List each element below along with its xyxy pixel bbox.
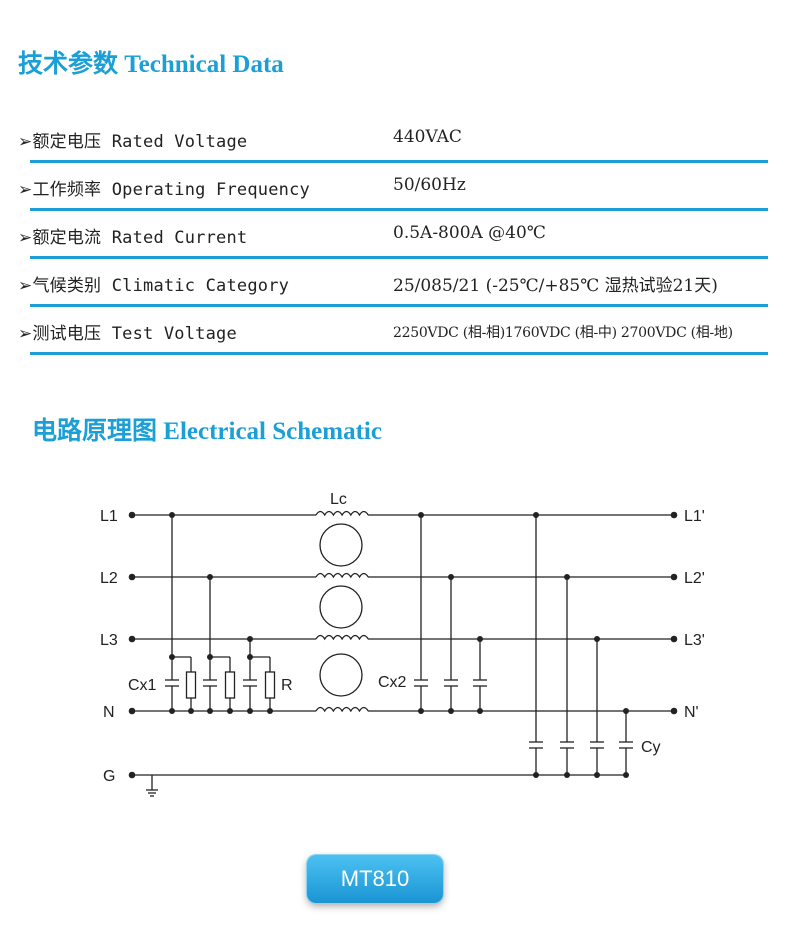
spec-label: ➢额定电压 Rated Voltage <box>18 127 247 152</box>
spec-label-en: Test Voltage <box>111 324 237 344</box>
spec-label-zh: 额定电流 <box>32 228 102 248</box>
row-divider <box>30 304 768 307</box>
arrow-icon: ➢ <box>18 324 33 344</box>
electrical-schematic-title-en: Electrical Schematic <box>163 418 382 445</box>
arrow-icon: ➢ <box>18 276 33 296</box>
spec-label-zh: 额定电压 <box>32 132 102 152</box>
spec-value: 50/60Hz <box>393 175 466 195</box>
spec-label: ➢测试电压 Test Voltage <box>18 319 237 344</box>
terminal-label-l2: L2 <box>100 570 118 587</box>
spec-label-en: Operating Frequency <box>111 180 310 200</box>
spec-value: 2250VDC (相-相)1760VDC (相-中) 2700VDC (相-地) <box>393 325 733 341</box>
electrical-schematic-title: 电路原理图 Electrical Schematic <box>32 411 382 447</box>
spec-label-en: Rated Voltage <box>111 132 248 152</box>
model-button[interactable]: MT810 <box>307 855 443 903</box>
choke-core-2 <box>319 585 363 629</box>
technical-data-title: 技术参数 Technical Data <box>18 44 284 80</box>
terminal-label-n-out: N' <box>684 704 699 721</box>
arrow-icon: ➢ <box>18 180 33 200</box>
row-divider <box>30 208 768 211</box>
spec-value: 440VAC <box>393 127 462 147</box>
spec-label: ➢气候类别 Climatic Category <box>18 271 289 296</box>
label-lc: Lc <box>330 491 347 508</box>
electrical-schematic-title-zh: 电路原理图 <box>32 416 158 445</box>
schematic-diagram: L1 L2 L3 N G L1' L2' L3' N' Lc Cx1 R Cx2… <box>100 491 705 797</box>
label-cy: Cy <box>641 739 661 756</box>
terminal-label-l1: L1 <box>100 508 118 525</box>
terminal-label-n: N <box>103 704 115 721</box>
terminal-label-l2-out: L2' <box>684 570 705 587</box>
spec-value: 25/085/21 (-25℃/+85℃ 湿热试验21天) <box>393 276 718 296</box>
spec-row-operating-frequency: ➢工作频率 Operating Frequency 50/60Hz <box>18 163 768 211</box>
terminal-label-l3: L3 <box>100 632 118 649</box>
technical-data-title-zh: 技术参数 <box>18 49 119 78</box>
choke-core-1 <box>319 523 363 567</box>
row-divider <box>30 160 768 163</box>
choke-winding-l3 <box>315 634 369 641</box>
spec-label-zh: 测试电压 <box>32 324 102 344</box>
row-divider <box>30 352 768 355</box>
spec-value: 0.5A-800A @40℃ <box>393 223 546 243</box>
choke-winding-n <box>315 706 369 713</box>
spec-label-en: Climatic Category <box>111 276 290 296</box>
choke-winding-l2 <box>315 572 369 579</box>
spec-label: ➢额定电流 Rated Current <box>18 223 247 248</box>
choke-core-3 <box>319 653 363 697</box>
row-divider <box>30 256 768 259</box>
spec-label-zh: 气候类别 <box>32 276 102 296</box>
terminal-label-g: G <box>103 768 115 785</box>
arrow-icon: ➢ <box>18 228 33 248</box>
label-cx1: Cx1 <box>128 677 157 694</box>
spec-row-climatic-category: ➢气候类别 Climatic Category 25/085/21 (-25℃/… <box>18 259 768 307</box>
choke-winding-l1 <box>315 510 369 517</box>
arrow-icon: ➢ <box>18 132 33 152</box>
terminal-label-l1-out: L1' <box>684 508 705 525</box>
spec-label-zh: 工作频率 <box>32 180 102 200</box>
technical-data-title-en: Technical Data <box>124 51 284 78</box>
spec-row-rated-voltage: ➢额定电压 Rated Voltage 440VAC <box>18 115 768 163</box>
spec-label: ➢工作频率 Operating Frequency <box>18 175 310 200</box>
label-r: R <box>281 677 293 694</box>
spec-label-en: Rated Current <box>111 228 248 248</box>
terminal-label-l3-out: L3' <box>684 632 705 649</box>
label-cx2: Cx2 <box>378 674 407 691</box>
spec-row-test-voltage: ➢测试电压 Test Voltage 2250VDC (相-相)1760VDC … <box>18 307 768 355</box>
spec-row-rated-current: ➢额定电流 Rated Current 0.5A-800A @40℃ <box>18 211 768 259</box>
